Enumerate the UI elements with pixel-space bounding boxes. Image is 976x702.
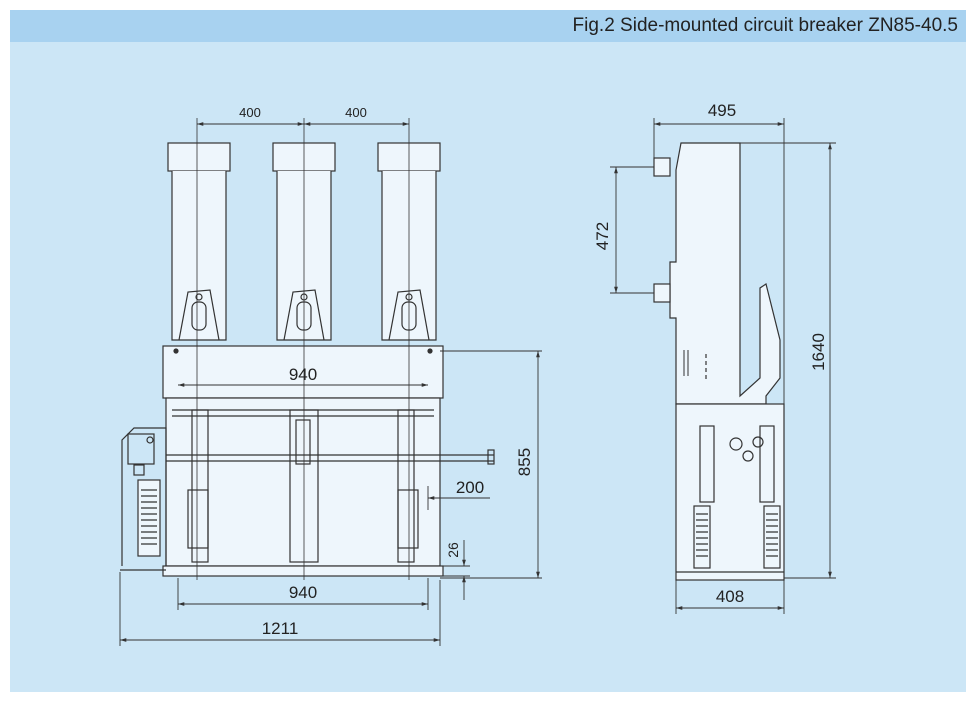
side-profile [669,142,781,405]
dim-lower-frame-width: 940 [289,583,317,602]
dim-pole-pitch-right: 400 [345,105,367,120]
dim-top-depth: 495 [708,101,736,120]
dim-total-height: 855 [515,448,534,476]
caption-bar: Fig.2 Side-mounted circuit breaker ZN85-… [10,10,966,42]
terminal-upper [653,157,671,177]
pole-left [167,142,231,341]
dim-overall-height: 1640 [809,333,828,371]
side-dimensions [610,118,836,614]
chassis [165,397,441,567]
dim-overall-width: 1211 [262,619,299,638]
side-view [653,142,785,581]
terminal-lower [653,283,671,303]
front-view [120,118,495,580]
figure-caption: Fig.2 Side-mounted circuit breaker ZN85-… [572,15,958,36]
front-dimensions [119,122,542,646]
dim-base-depth: 408 [716,587,744,606]
dim-side-offset: 200 [456,478,484,497]
operating-mechanism [120,427,167,571]
dim-upper-frame-width: 940 [289,365,317,384]
dim-base-offset: 26 [445,542,461,558]
upper-frame [162,345,444,399]
dim-terminal-spacing: 472 [593,222,612,250]
dim-pole-pitch-left: 400 [239,105,261,120]
